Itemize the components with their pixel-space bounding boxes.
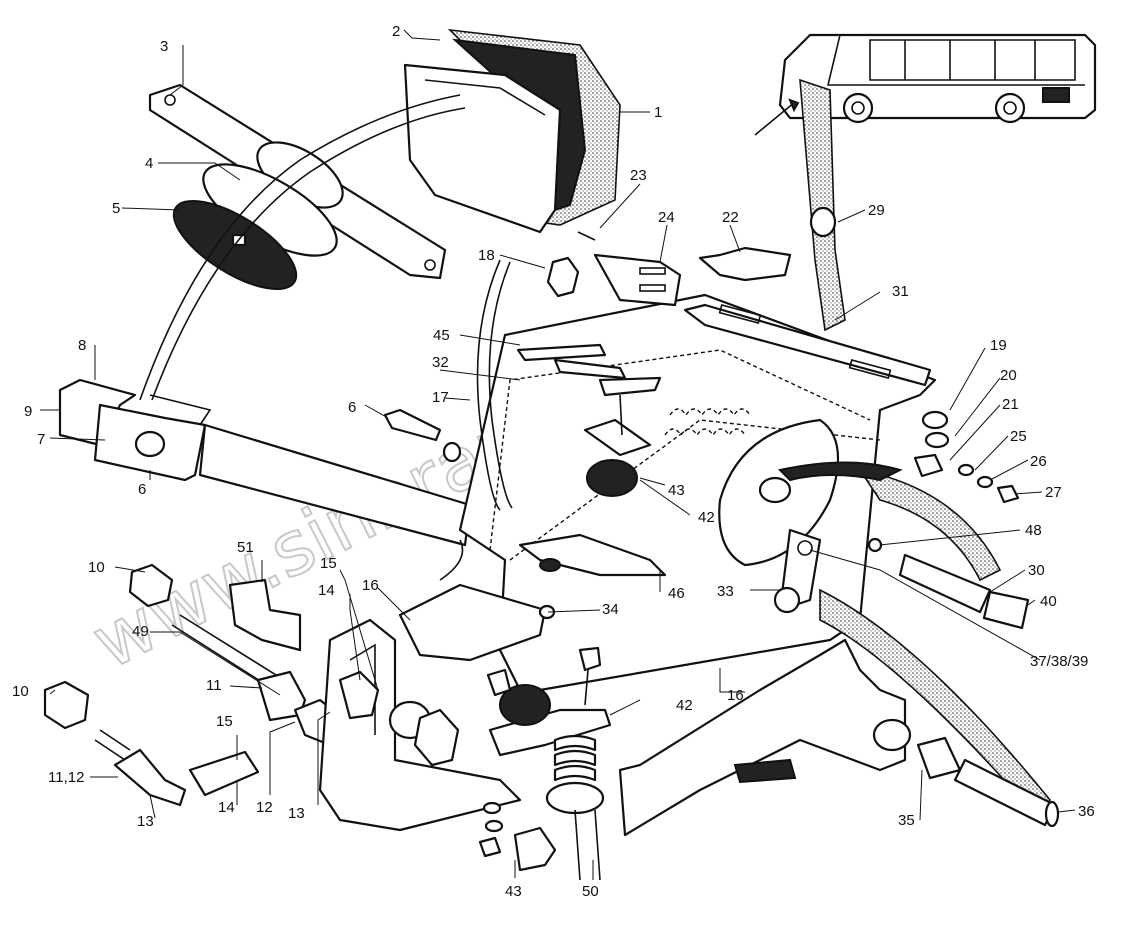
callout-4: 4 — [145, 155, 153, 172]
pivot-shaft — [916, 736, 1060, 828]
callout-7: 7 — [37, 431, 45, 448]
callout-42-upper: 42 — [698, 509, 715, 526]
callout-11: 11 — [206, 677, 222, 694]
callout-19: 19 — [990, 337, 1007, 354]
callout-9: 9 — [24, 403, 32, 420]
callout-20: 20 — [1000, 367, 1017, 384]
callout-16-left: 16 — [362, 577, 379, 594]
callout-18: 18 — [478, 247, 495, 264]
callout-17: 17 — [432, 389, 449, 406]
callout-30: 30 — [1028, 562, 1045, 579]
callout-51: 51 — [237, 539, 254, 556]
callout-labels: 1 2 3 4 5 6 6 7 8 9 10 10 11 11,12 12 13… — [12, 23, 1095, 900]
callout-8: 8 — [78, 337, 86, 354]
lower-left-bracket — [318, 618, 522, 832]
callout-11-12: 11,12 — [48, 769, 84, 786]
callout-6-left: 6 — [138, 481, 146, 498]
callout-31: 31 — [892, 283, 909, 300]
callout-29: 29 — [868, 202, 885, 219]
rod-17 — [476, 259, 513, 511]
callout-35: 35 — [898, 812, 915, 829]
callout-1: 1 — [654, 104, 662, 121]
lower-bracket — [618, 588, 1051, 837]
callout-45: 45 — [433, 327, 450, 344]
callout-23: 23 — [630, 167, 647, 184]
bolt-6 — [383, 408, 462, 463]
callout-33: 33 — [717, 583, 734, 600]
callout-32: 32 — [432, 354, 449, 371]
lower-adjuster — [478, 646, 612, 881]
callout-48: 48 — [1025, 522, 1042, 539]
pedal-arm — [139, 94, 466, 401]
center-linkage — [398, 539, 556, 697]
callout-43-upper: 43 — [668, 482, 685, 499]
return-spring — [664, 408, 751, 437]
callout-13-mid: 13 — [288, 805, 305, 822]
callout-14-lower: 14 — [218, 799, 235, 816]
callout-16-right: 16 — [727, 687, 744, 704]
callout-37-38-39: 37/38/39 — [1030, 653, 1088, 670]
callout-12: 12 — [256, 799, 273, 816]
bus-location-icon — [754, 33, 1097, 136]
small-hardware — [546, 231, 1020, 553]
callout-40: 40 — [1040, 593, 1057, 610]
callout-10-upper: 10 — [88, 559, 105, 576]
callout-49: 49 — [132, 623, 149, 640]
main-bracket — [458, 293, 937, 702]
leader-lines — [40, 29, 1076, 880]
callout-25: 25 — [1010, 428, 1027, 445]
hub-cover — [718, 78, 1002, 582]
bolt-and-nut-right — [898, 553, 1030, 630]
callout-36: 36 — [1078, 803, 1095, 820]
callout-15-lower: 15 — [216, 713, 233, 730]
callout-3: 3 — [160, 38, 168, 55]
callout-50: 50 — [582, 883, 599, 900]
callout-42-lower: 42 — [676, 697, 693, 714]
callout-43-lower: 43 — [505, 883, 522, 900]
callout-10-lower: 10 — [12, 683, 29, 700]
callout-27: 27 — [1045, 484, 1062, 501]
callout-13-left: 13 — [137, 813, 154, 830]
callout-46: 46 — [668, 585, 685, 602]
callout-22: 22 — [722, 209, 739, 226]
callout-24: 24 — [658, 209, 675, 226]
callout-6-top: 6 — [348, 399, 356, 416]
callout-21: 21 — [1002, 396, 1019, 413]
lever-block — [58, 378, 472, 547]
callout-26: 26 — [1030, 453, 1047, 470]
callout-5: 5 — [112, 200, 120, 217]
callout-15-upper: 15 — [320, 555, 337, 572]
callout-2: 2 — [392, 23, 400, 40]
callout-14-upper: 14 — [318, 582, 335, 599]
callout-34: 34 — [602, 601, 619, 618]
upper-fittings — [516, 343, 667, 577]
pedal-pad — [403, 28, 621, 234]
